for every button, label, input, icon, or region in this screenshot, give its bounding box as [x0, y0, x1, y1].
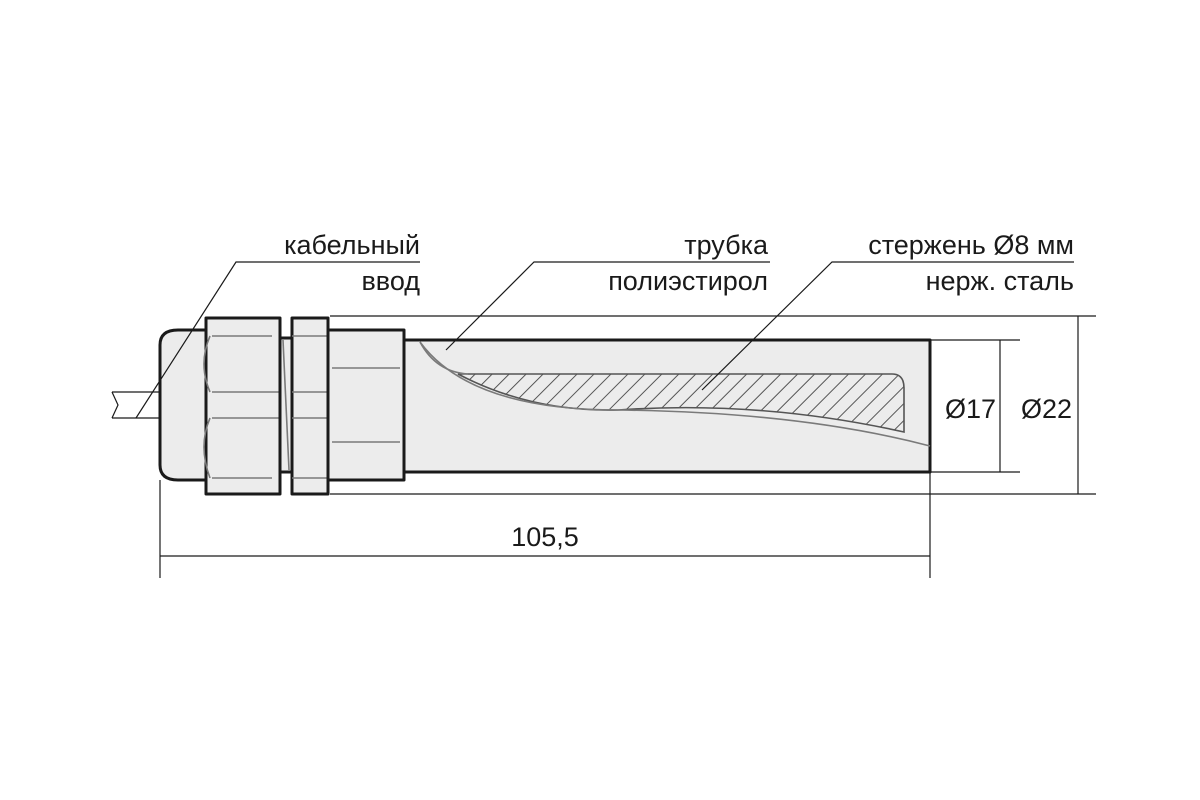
- dimension-outer-diameter: [330, 315, 1096, 495]
- hex-nut: [203, 316, 282, 496]
- label-cable-entry-line2: ввод: [361, 266, 420, 296]
- dimension-inner-diameter-label: Ø17: [945, 394, 996, 424]
- leader-rod: [701, 261, 1074, 391]
- dimension-inner-diameter: [930, 339, 1020, 473]
- label-rod-line1: стержень Ø8 мм: [868, 230, 1074, 260]
- label-tube-line1: трубка: [684, 230, 769, 260]
- leader-tube: [445, 261, 770, 351]
- lock-nut: [290, 316, 330, 496]
- label-cable-entry-line1: кабельный: [284, 230, 420, 260]
- gland-cap: [158, 328, 208, 482]
- leader-cable-entry: [135, 261, 420, 419]
- label-tube-line2: полиэстирол: [608, 266, 768, 296]
- gland-body: [326, 328, 406, 482]
- cable: [111, 391, 160, 419]
- thread: [278, 336, 294, 474]
- dimension-overall-length-label: 105,5: [511, 522, 579, 552]
- dimension-overall-length: [159, 472, 931, 578]
- label-rod-line2: нерж. сталь: [926, 266, 1074, 296]
- steel-rod: [457, 373, 905, 433]
- lower-profile-curve: [419, 341, 931, 447]
- dimension-outer-diameter-label: Ø22: [1021, 394, 1072, 424]
